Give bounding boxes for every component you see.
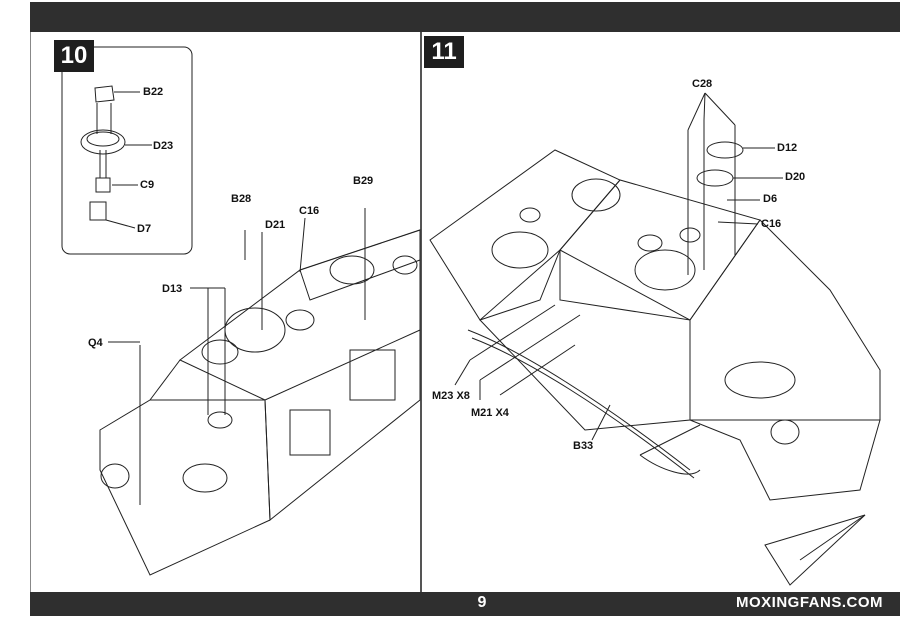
part-label-c28: C28 <box>692 78 713 90</box>
inset-box-step10 <box>61 46 193 255</box>
hull-step10 <box>99 208 421 576</box>
step-number-10: 10 <box>54 40 94 72</box>
page-left-edge <box>30 32 55 592</box>
step-number-11: 11 <box>424 36 464 68</box>
part-label-c16-step10: C16 <box>299 205 320 217</box>
watermark-text: MOXINGFANS.COM <box>736 594 884 611</box>
hull-step11 <box>429 92 881 501</box>
part-label-d23: D23 <box>153 140 174 152</box>
part-label-d20: D20 <box>785 171 806 183</box>
part-label-d6: D6 <box>763 193 778 205</box>
part-label-b29: B29 <box>353 175 374 187</box>
inset-parts-step10 <box>80 85 152 229</box>
part-label-d21: D21 <box>265 219 286 231</box>
part-label-q4: Q4 <box>88 337 103 349</box>
step-divider <box>420 32 422 592</box>
part-label-m21: M21 X4 <box>471 407 509 419</box>
part-label-b22: B22 <box>143 86 164 98</box>
part-label-c9: C9 <box>140 179 155 191</box>
part-label-d12: D12 <box>777 142 798 154</box>
bottom-bar <box>30 592 900 616</box>
part-label-m23: M23 X8 <box>432 390 470 402</box>
top-bar-notch <box>30 32 420 50</box>
paper-plane-logo <box>764 514 866 586</box>
part-label-c16-step11: C16 <box>761 218 782 230</box>
part-label-b33: B33 <box>573 440 594 452</box>
part-label-d7: D7 <box>137 223 152 235</box>
page-number: 9 <box>477 594 487 611</box>
part-label-b28: B28 <box>231 193 252 205</box>
top-bar <box>30 2 900 32</box>
part-label-d13: D13 <box>162 283 183 295</box>
